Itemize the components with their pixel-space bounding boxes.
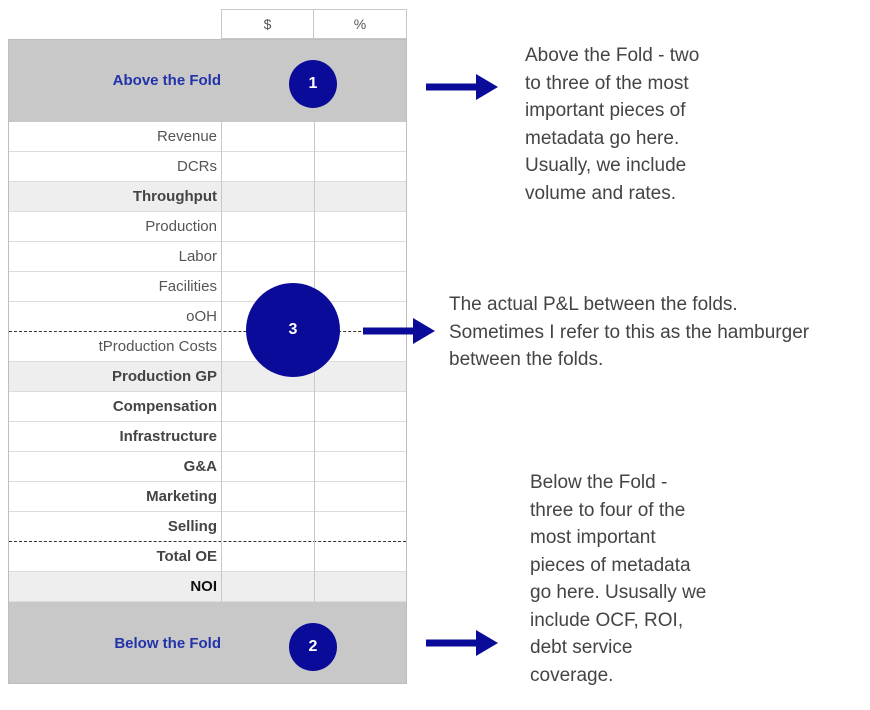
marker-2: 2 (289, 623, 337, 671)
annotation-middle: The actual P&L between the folds. Someti… (449, 291, 809, 374)
below-fold-band: Below the Fold (9, 602, 406, 683)
row-label: DCRs (177, 158, 217, 175)
annotation-line: volume and rates. (525, 182, 677, 204)
table-row: DCRs (9, 152, 406, 182)
row-label: Throughput (132, 188, 217, 205)
pl-table: Above the Fold Revenue DCRs Throughput P… (8, 39, 407, 684)
table-row: Marketing (9, 482, 406, 512)
arrow-right-icon (426, 74, 498, 100)
column-divider (221, 40, 222, 683)
below-fold-label: Below the Fold (114, 635, 221, 652)
column-header: $ % (221, 9, 407, 39)
annotation-line: debt service (530, 637, 633, 658)
annotation-line: important pieces of (525, 100, 686, 121)
header-dollar: $ (221, 9, 314, 39)
annotation-line: include OCF, ROI, (530, 609, 684, 631)
annotation-line: metadata go here. (525, 127, 680, 149)
above-fold-label: Above the Fold (112, 72, 221, 89)
annotation-line: Below the Fold - (530, 472, 668, 493)
table-row: Labor (9, 242, 406, 272)
table-row: NOI (9, 572, 406, 602)
annotation-line: most important (530, 527, 656, 548)
table-row: oOH (9, 302, 406, 332)
table-row: G&A (9, 452, 406, 482)
row-label: Marketing (146, 488, 217, 505)
table-row: Facilities (9, 272, 406, 302)
annotation-line: go here. Ususally we (530, 582, 707, 603)
annotation-line: to three of the most (525, 72, 689, 94)
row-label: Revenue (156, 128, 217, 145)
table-row: Production GP (9, 362, 406, 392)
header-percent: % (314, 9, 407, 39)
arrow-right-icon (426, 630, 498, 656)
row-label: Facilities (158, 278, 217, 295)
table-row: Selling (9, 512, 406, 542)
table-row: Total OE (9, 542, 406, 572)
marker-1: 1 (289, 60, 337, 108)
row-label: tProduction Costs (98, 338, 217, 355)
annotation-line: between the folds. (449, 349, 604, 370)
marker-3: 3 (246, 283, 340, 377)
annotation-line: The actual P&L between the folds. (449, 294, 738, 315)
arrow-right-icon (363, 318, 435, 344)
table-row: tProduction Costs (9, 332, 406, 362)
annotation-below-fold: Below the Fold - three to four of the mo… (530, 469, 706, 689)
table-row: Throughput (9, 182, 406, 212)
row-label: Selling (167, 518, 217, 535)
row-label: Infrastructure (119, 428, 217, 445)
row-label: Production (145, 218, 217, 235)
row-label: oOH (186, 308, 217, 325)
table-row: Production (9, 212, 406, 242)
row-label: NOI (190, 578, 217, 595)
row-label: Total OE (156, 548, 217, 565)
row-label: G&A (183, 458, 217, 475)
annotation-above-fold: Above the Fold - two to three of the mos… (525, 42, 699, 207)
annotation-line: three to four of the (530, 499, 686, 521)
table-row: Compensation (9, 392, 406, 422)
annotation-line: Above the Fold - two (525, 45, 700, 66)
annotation-line: coverage. (530, 664, 614, 686)
row-label: Production GP (112, 368, 217, 385)
row-label: Compensation (112, 398, 217, 415)
annotation-line: Usually, we include (525, 155, 687, 176)
table-row: Infrastructure (9, 422, 406, 452)
annotation-line: Sometimes I refer to this as the hamburg… (449, 321, 810, 343)
above-fold-band: Above the Fold (9, 40, 406, 122)
annotation-line: pieces of metadata (530, 554, 691, 576)
row-label: Labor (178, 248, 217, 265)
table-row: Revenue (9, 122, 406, 152)
